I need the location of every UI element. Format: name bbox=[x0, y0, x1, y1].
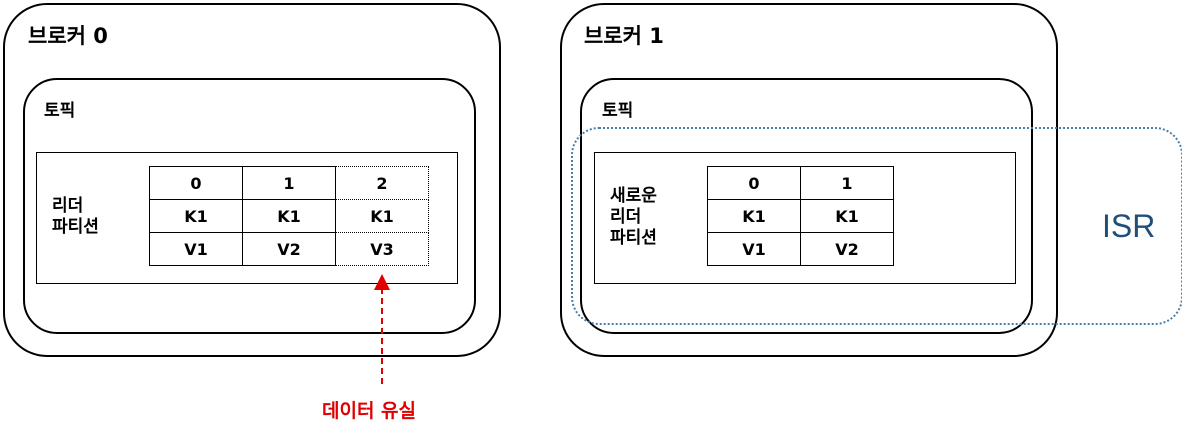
offset-cell: 1 bbox=[800, 166, 894, 200]
broker-0-title: 브로커 0 bbox=[28, 24, 108, 48]
broker-1-topic-label: 토픽 bbox=[602, 101, 634, 121]
value-cell: V1 bbox=[149, 232, 243, 266]
value-cell-lost: V3 bbox=[335, 232, 429, 266]
broker-1-partition-label-line-2: 리더 bbox=[610, 207, 642, 227]
isr-group-outline bbox=[571, 127, 1182, 325]
broker-0-partition-label-line-1: 리더 bbox=[52, 196, 84, 216]
value-row: V1 V2 bbox=[707, 232, 894, 266]
broker-1-partition-label-line-3: 파티션 bbox=[610, 228, 657, 248]
key-cell: K1 bbox=[149, 199, 243, 233]
offset-cell: 1 bbox=[242, 166, 336, 200]
key-row: K1 K1 K1 bbox=[149, 199, 429, 233]
offset-cell: 0 bbox=[149, 166, 243, 200]
broker-1-title: 브로커 1 bbox=[584, 24, 664, 48]
data-loss-arrow bbox=[374, 274, 390, 386]
key-cell: K1 bbox=[242, 199, 336, 233]
offset-row: 0 1 bbox=[707, 166, 894, 200]
broker-0-partition-label: 리더 파티션 bbox=[52, 196, 99, 238]
offset-row: 0 1 2 bbox=[149, 166, 429, 200]
value-row: V1 V2 V3 bbox=[149, 232, 429, 266]
offset-cell-lost: 2 bbox=[335, 166, 429, 200]
value-cell: V2 bbox=[242, 232, 336, 266]
broker-0-topic-label: 토픽 bbox=[44, 101, 76, 121]
broker-0-partition-label-line-2: 파티션 bbox=[52, 217, 99, 237]
key-cell-lost: K1 bbox=[335, 199, 429, 233]
data-loss-arrow-head bbox=[374, 274, 390, 290]
key-row: K1 K1 bbox=[707, 199, 894, 233]
isr-label: ISR bbox=[1102, 208, 1156, 244]
broker-1-message-grid: 0 1 K1 K1 V1 V2 bbox=[707, 166, 894, 266]
value-cell: V1 bbox=[707, 232, 801, 266]
offset-cell: 0 bbox=[707, 166, 801, 200]
data-loss-label: 데이터 유실 bbox=[322, 400, 417, 422]
value-cell: V2 bbox=[800, 232, 894, 266]
broker-1-partition-label: 새로운 리더 파티션 bbox=[610, 186, 657, 249]
broker-0-message-grid: 0 1 2 K1 K1 K1 V1 V2 V3 bbox=[149, 166, 429, 266]
key-cell: K1 bbox=[800, 199, 894, 233]
broker-1-partition-label-line-1: 새로운 bbox=[610, 186, 657, 206]
